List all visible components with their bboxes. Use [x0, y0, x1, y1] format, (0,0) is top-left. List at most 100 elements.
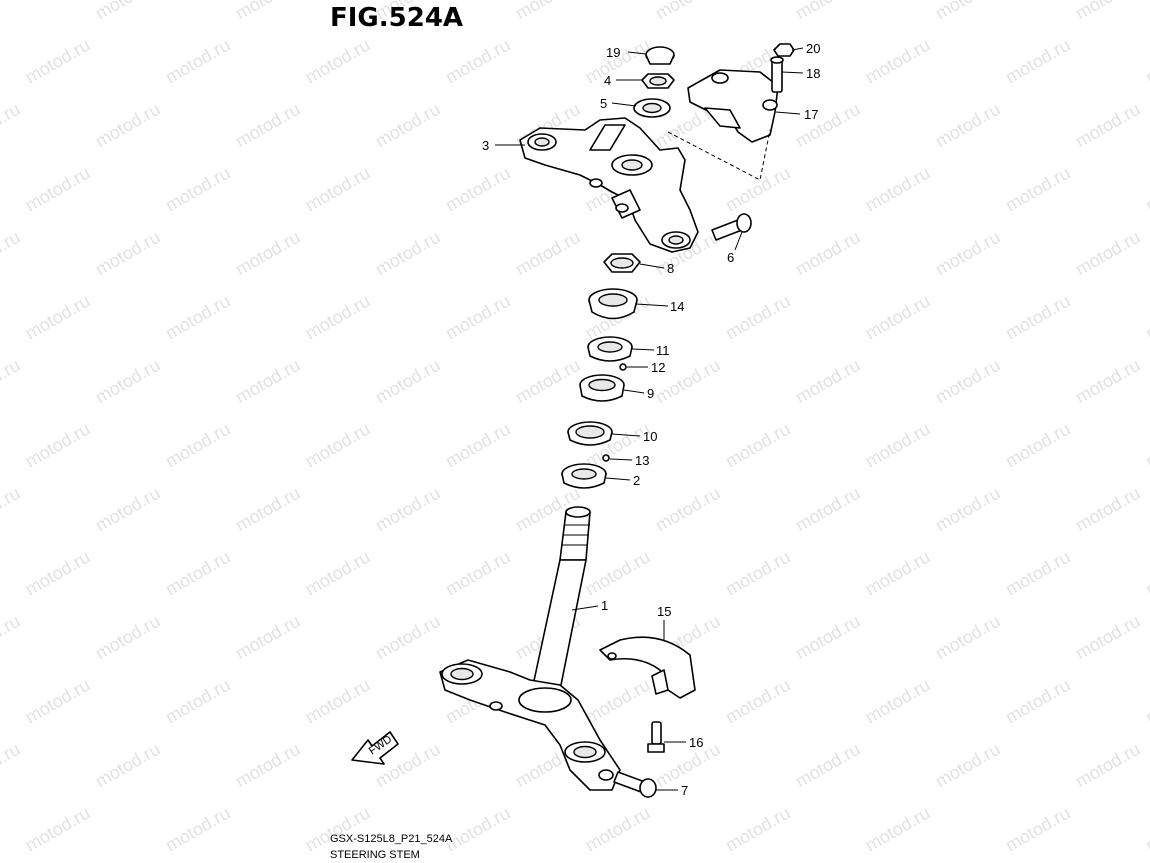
- cap-19: [645, 46, 675, 65]
- callout-18: 18: [806, 66, 820, 81]
- watermark-text: motod.ru: [22, 419, 94, 472]
- watermark-text: motod.ru: [0, 611, 24, 664]
- watermark-text: motod.ru: [232, 99, 304, 152]
- watermark-text: motod.ru: [792, 99, 864, 152]
- watermark-text: motod.ru: [1072, 355, 1144, 408]
- watermark-text: motod.ru: [0, 739, 24, 792]
- watermark-text: motod.ru: [792, 483, 864, 536]
- watermark-text: motod.ru: [92, 483, 164, 536]
- callout-4: 4: [604, 73, 611, 88]
- watermark-text: motod.ru: [372, 99, 444, 152]
- watermark-text: motod.ru: [932, 227, 1004, 280]
- watermark-text: motod.ru: [0, 0, 24, 23]
- callout-13: 13: [635, 453, 649, 468]
- watermark-text: motod.ru: [932, 739, 1004, 792]
- watermark-text: motod.ru: [1002, 675, 1074, 728]
- watermark-text: motod.ru: [652, 483, 724, 536]
- nut-4: [641, 73, 675, 89]
- steering-stem: [439, 506, 621, 791]
- watermark-text: motod.ru: [792, 739, 864, 792]
- watermark-text: motod.ru: [1072, 739, 1144, 792]
- watermark-text: motod.ru: [302, 547, 374, 600]
- watermark-text: motod.ru: [1142, 803, 1150, 856]
- watermark-text: motod.ru: [1002, 547, 1074, 600]
- watermark-text: motod.ru: [372, 355, 444, 408]
- callout-leaders: [495, 47, 804, 791]
- watermark-text: motod.ru: [932, 0, 1004, 23]
- watermark-text: motod.ru: [372, 483, 444, 536]
- watermark-text: motod.ru: [92, 227, 164, 280]
- bolt-7: [613, 771, 657, 798]
- watermark-text: motod.ru: [722, 675, 794, 728]
- watermark-text: motod.ru: [162, 675, 234, 728]
- watermark-text: motod.ru: [442, 291, 514, 344]
- watermark-text: motod.ru: [0, 483, 24, 536]
- watermark-text: motod.ru: [792, 0, 864, 23]
- watermark-text: motod.ru: [162, 163, 234, 216]
- watermark-text: motod.ru: [442, 419, 514, 472]
- watermark-text: motod.ru: [1072, 611, 1144, 664]
- watermark-text: motod.ru: [302, 35, 374, 88]
- watermark-text: motod.ru: [862, 291, 934, 344]
- watermark-text: motod.ru: [932, 355, 1004, 408]
- watermark-text: motod.ru: [0, 355, 24, 408]
- watermark-text: motod.ru: [512, 355, 584, 408]
- ball-12: [619, 363, 627, 371]
- bolt-6: [711, 213, 752, 241]
- watermark-text: motod.ru: [232, 227, 304, 280]
- watermark-text: motod.ru: [92, 99, 164, 152]
- callout-numbers: 19 4 5 3 20 18 17 8 6 14 11 12 9 10 13 2…: [482, 41, 820, 798]
- watermark-text: motod.ru: [512, 227, 584, 280]
- watermark-text: motod.ru: [1072, 0, 1144, 23]
- watermark-text: motod.ru: [162, 803, 234, 856]
- watermark-text: motod.ru: [932, 483, 1004, 536]
- watermark-text: motod.ru: [22, 35, 94, 88]
- watermark-text: motod.ru: [232, 355, 304, 408]
- watermark-text: motod.ru: [582, 803, 654, 856]
- handlebar-holder: [687, 69, 779, 143]
- race-9: [579, 374, 625, 402]
- ball-13: [602, 454, 610, 462]
- watermark-text: motod.ru: [442, 35, 514, 88]
- watermark-text: motod.ru: [442, 803, 514, 856]
- callout-3: 3: [482, 138, 489, 153]
- watermark-text: motod.ru: [302, 675, 374, 728]
- watermark-text: motod.ru: [232, 483, 304, 536]
- watermark-text: motod.ru: [862, 803, 934, 856]
- watermark-text: motod.ru: [722, 291, 794, 344]
- callout-20: 20: [806, 41, 820, 56]
- watermark-text: motod.ru: [302, 291, 374, 344]
- callout-12: 12: [651, 360, 665, 375]
- watermark-text: motod.ru: [22, 803, 94, 856]
- watermark-text: motod.ru: [92, 0, 164, 23]
- callout-2: 2: [633, 473, 640, 488]
- watermark-text: motod.ru: [862, 675, 934, 728]
- callout-6: 6: [727, 250, 734, 265]
- callout-5: 5: [600, 96, 607, 111]
- bolt-18: [770, 56, 784, 93]
- watermark-text: motod.ru: [512, 0, 584, 23]
- watermark-text: motod.ru: [1002, 419, 1074, 472]
- bolt-16: [647, 721, 665, 753]
- watermark-text: motod.ru: [862, 419, 934, 472]
- callout-10: 10: [643, 429, 657, 444]
- upper-bracket: [519, 117, 699, 253]
- watermark-text: motod.ru: [1142, 547, 1150, 600]
- watermark-text: motod.ru: [722, 419, 794, 472]
- watermark-text: motod.ru: [652, 0, 724, 23]
- watermark-text: motod.ru: [22, 291, 94, 344]
- watermark-text: motod.ru: [232, 611, 304, 664]
- watermark-text: motod.ru: [1072, 227, 1144, 280]
- callout-15: 15: [657, 604, 671, 619]
- watermark-text: motod.ru: [862, 163, 934, 216]
- watermark-text: motod.ru: [442, 163, 514, 216]
- callout-9: 9: [647, 386, 654, 401]
- watermark-text: motod.ru: [22, 547, 94, 600]
- watermark-text: motod.ru: [792, 227, 864, 280]
- watermark-text: motod.ru: [792, 611, 864, 664]
- watermark-text: motod.ru: [162, 419, 234, 472]
- model-code: GSX-S125L8_P21_524A: [330, 833, 453, 845]
- watermark-text: motod.ru: [1142, 419, 1150, 472]
- bearing-11: [587, 336, 633, 362]
- watermark-text: motod.ru: [1002, 291, 1074, 344]
